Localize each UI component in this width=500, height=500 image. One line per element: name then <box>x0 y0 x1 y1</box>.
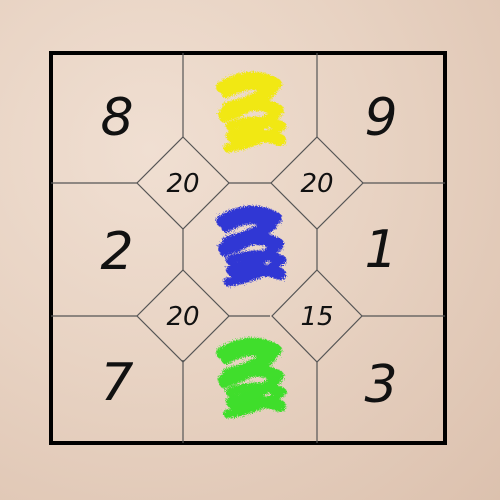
scribble-center <box>216 205 287 287</box>
scribble-bottom-center <box>216 337 287 419</box>
scribble-marks <box>216 71 287 419</box>
diamond-lower-right-value: 15 <box>300 302 334 332</box>
cell-middle-right: 1 <box>364 220 398 280</box>
inner-grid <box>51 53 445 443</box>
cell-top-left: 8 <box>100 88 134 148</box>
cell-bottom-left: 7 <box>100 353 134 413</box>
diamond-upper-right-value: 20 <box>300 169 334 199</box>
diamond-upper-right <box>270 136 364 230</box>
cell-top-right: 9 <box>364 88 398 148</box>
scribble-top-center <box>216 71 287 153</box>
diamond-lower-right <box>271 269 363 363</box>
outer-border <box>49 51 447 445</box>
diamond-lower-left-value: 20 <box>166 302 200 332</box>
cell-bottom-right: 3 <box>364 355 398 415</box>
cell-middle-left: 2 <box>100 222 134 282</box>
diamond-upper-left <box>136 136 230 230</box>
diamond-lower-left <box>136 269 230 363</box>
diamond-upper-left-value: 20 <box>166 169 200 199</box>
